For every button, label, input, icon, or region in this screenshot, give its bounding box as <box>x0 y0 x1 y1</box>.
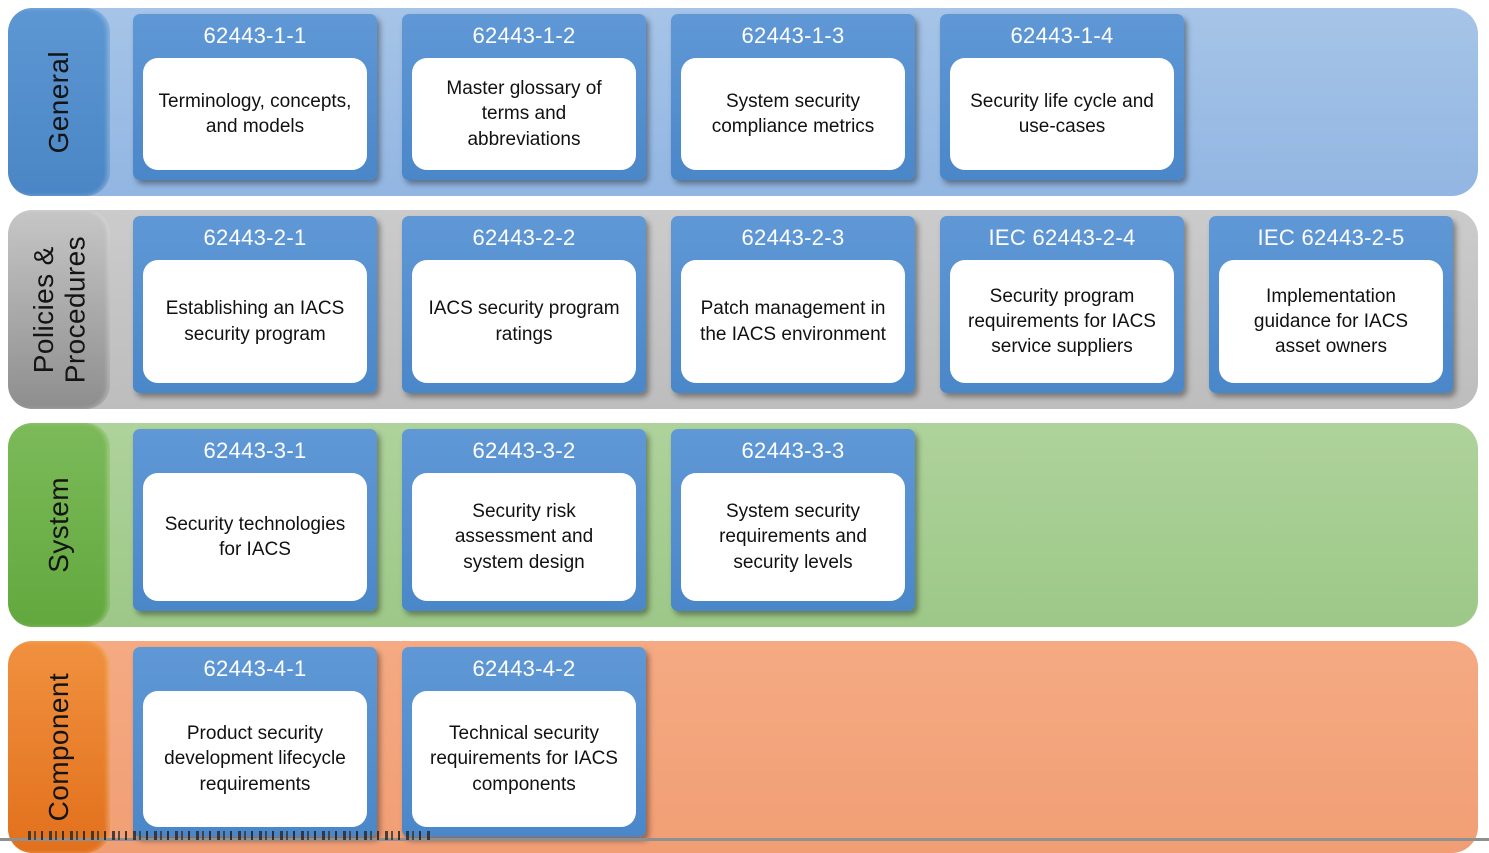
category-band-general: General 62443-1-1 Terminology, concepts,… <box>8 8 1478 196</box>
standard-card-id: 62443-4-2 <box>472 656 576 681</box>
category-label-text: Component <box>43 672 75 822</box>
standard-card: 62443-4-2 Technical security requirement… <box>402 647 646 837</box>
category-label-text: General <box>43 50 75 154</box>
category-label-text: System <box>43 477 75 573</box>
standard-card-description: Security technologies for IACS <box>143 473 367 601</box>
standard-card-id: 62443-2-1 <box>203 225 307 250</box>
clipped-caption-text <box>28 831 433 840</box>
standard-card-id: 62443-2-2 <box>472 225 576 250</box>
standard-card-description: Terminology, concepts, and models <box>143 58 367 170</box>
standard-card-id: 62443-1-4 <box>1010 23 1114 48</box>
category-band-system: System 62443-3-1 Security technologies f… <box>8 423 1478 627</box>
standard-card: IEC 62443-2-4 Security program requireme… <box>940 216 1184 393</box>
standard-card-description: Security program requirements for IACS s… <box>950 260 1174 383</box>
standard-card-description: System security compliance metrics <box>681 58 905 170</box>
standards-card-row: 62443-1-1 Terminology, concepts, and mod… <box>133 8 1478 196</box>
standard-card-id: 62443-3-3 <box>741 438 845 463</box>
standard-card-description: Implementation guidance for IACS asset o… <box>1219 260 1443 383</box>
standard-card-id: 62443-1-3 <box>741 23 845 48</box>
standard-card-description: Security life cycle and use-cases <box>950 58 1174 170</box>
category-label-policies-procedures: Policies & Procedures <box>8 210 110 409</box>
category-label-system: System <box>8 423 110 627</box>
standards-card-row: 62443-3-1 Security technologies for IACS… <box>133 423 1478 627</box>
standard-card-description: Establishing an IACS security program <box>143 260 367 383</box>
standard-card-id: 62443-2-3 <box>741 225 845 250</box>
category-label-component: Component <box>8 641 110 853</box>
standard-card: 62443-1-3 System security compliance met… <box>671 14 915 180</box>
standard-card-id: 62443-1-1 <box>203 23 307 48</box>
standard-card-id: 62443-3-2 <box>472 438 576 463</box>
standard-card-id: 62443-3-1 <box>203 438 307 463</box>
standard-card: 62443-2-2 IACS security program ratings <box>402 216 646 393</box>
standard-card-id: IEC 62443-2-4 <box>988 225 1136 250</box>
standard-card-description: Product security development lifecycle r… <box>143 691 367 827</box>
standards-card-row: 62443-4-1 Product security development l… <box>133 641 1478 853</box>
standard-card-description: Master glossary of terms and abbreviatio… <box>412 58 636 170</box>
standard-card: 62443-1-1 Terminology, concepts, and mod… <box>133 14 377 180</box>
standard-card-description: System security requirements and securit… <box>681 473 905 601</box>
standard-card: 62443-3-2 Security risk assessment and s… <box>402 429 646 611</box>
standard-card-description: Patch management in the IACS environment <box>681 260 905 383</box>
standard-card-description: Technical security requirements for IACS… <box>412 691 636 827</box>
category-band-policies-procedures: Policies & Procedures 62443-2-1 Establis… <box>8 210 1478 409</box>
standard-card-description: IACS security program ratings <box>412 260 636 383</box>
standard-card-id: IEC 62443-2-5 <box>1257 225 1405 250</box>
standard-card: 62443-1-2 Master glossary of terms and a… <box>402 14 646 180</box>
standard-card-id: 62443-4-1 <box>203 656 307 681</box>
standard-card: 62443-3-1 Security technologies for IACS <box>133 429 377 611</box>
category-label-general: General <box>8 8 110 196</box>
standard-card-description: Security risk assessment and system desi… <box>412 473 636 601</box>
standard-card: 62443-2-3 Patch management in the IACS e… <box>671 216 915 393</box>
standards-card-row: 62443-2-1 Establishing an IACS security … <box>133 210 1478 409</box>
category-bands-container: General 62443-1-1 Terminology, concepts,… <box>8 8 1478 853</box>
standard-card: 62443-4-1 Product security development l… <box>133 647 377 837</box>
bottom-edge-line <box>0 838 1489 841</box>
category-band-component: Component 62443-4-1 Product security dev… <box>8 641 1478 853</box>
standard-card: 62443-2-1 Establishing an IACS security … <box>133 216 377 393</box>
standard-card: 62443-1-4 Security life cycle and use-ca… <box>940 14 1184 180</box>
category-label-text: Policies & Procedures <box>27 235 90 384</box>
standard-card-id: 62443-1-2 <box>472 23 576 48</box>
standard-card: IEC 62443-2-5 Implementation guidance fo… <box>1209 216 1453 393</box>
standard-card: 62443-3-3 System security requirements a… <box>671 429 915 611</box>
